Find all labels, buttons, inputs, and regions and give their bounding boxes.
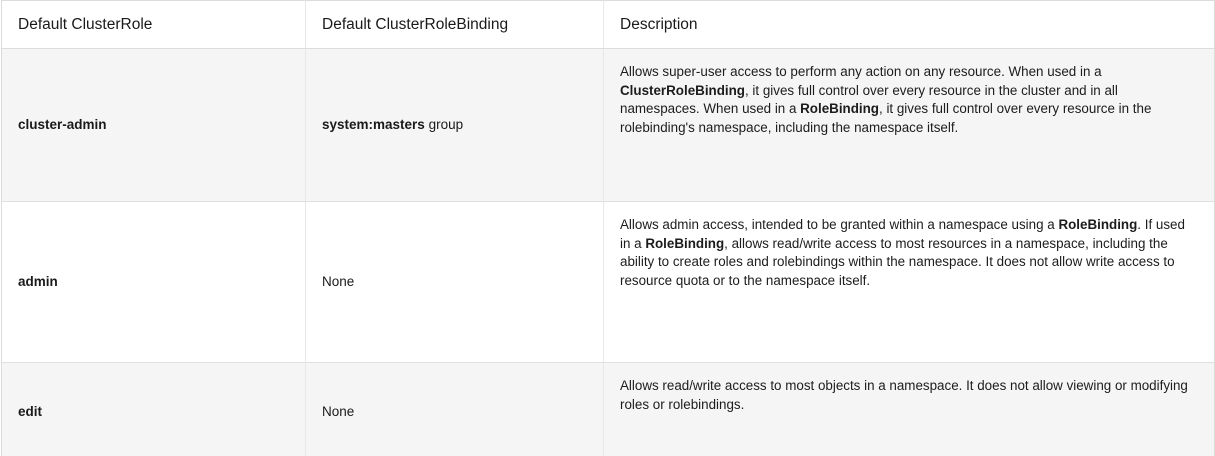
column-header-description: Description <box>603 0 1215 49</box>
clusterrole-name: edit <box>18 403 43 419</box>
table-header-row: Default ClusterRole Default ClusterRoleB… <box>1 0 1215 49</box>
table-body: cluster-admin system:masters group Allow… <box>1 48 1215 456</box>
clusterrolebinding-subject: system:masters <box>322 117 425 132</box>
cell-description: Allows super-user access to perform any … <box>603 48 1215 202</box>
table-row: edit None Allows read/write access to mo… <box>1 362 1215 456</box>
cell-clusterrolebinding: system:masters group <box>305 48 604 202</box>
cell-clusterrolebinding: None <box>305 362 604 456</box>
clusterrolebinding-suffix: None <box>322 274 355 289</box>
cell-description: Allows read/write access to most objects… <box>603 362 1215 456</box>
column-header-default-clusterrole: Default ClusterRole <box>1 0 306 49</box>
cell-clusterrole: edit <box>1 362 306 456</box>
clusterrole-name: admin <box>18 274 58 289</box>
clusterrolebinding-suffix: group <box>424 117 464 132</box>
table-row: cluster-admin system:masters group Allow… <box>1 48 1215 202</box>
cell-clusterrolebinding: None <box>305 201 604 363</box>
cell-clusterrole: admin <box>1 201 306 363</box>
clusterrole-name: cluster-admin <box>18 117 107 132</box>
table-row: admin None Allows admin access, intended… <box>1 201 1215 363</box>
column-header-default-clusterrolebinding: Default ClusterRoleBinding <box>305 0 604 49</box>
clusterrolebinding-suffix: None <box>322 403 355 419</box>
table-header: Default ClusterRole Default ClusterRoleB… <box>1 0 1215 49</box>
cell-description: Allows admin access, intended to be gran… <box>603 201 1215 363</box>
cell-clusterrole: cluster-admin <box>1 48 306 202</box>
